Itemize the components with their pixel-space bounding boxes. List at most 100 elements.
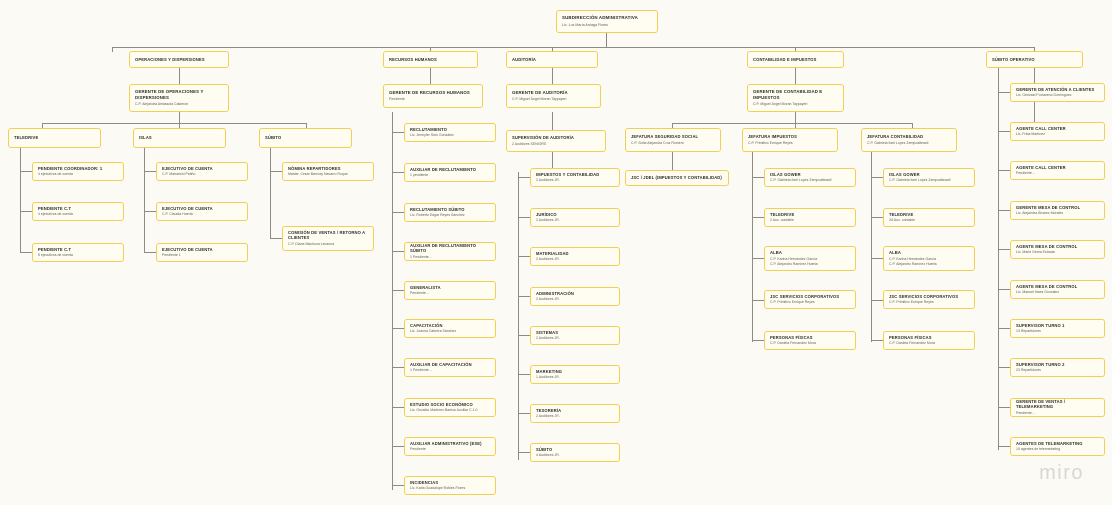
connector [392, 407, 404, 408]
node-subtitle: C.P. Claudia Huerta [162, 212, 193, 217]
node-item[interactable]: SUPERVISOR TURNO 1 13 Repartidores [1010, 319, 1105, 338]
node-item[interactable]: CAPACITACIÓN Lic. Joanna Cabrera Sánchez [404, 319, 496, 338]
node-subtitle: Pendiente [410, 447, 426, 452]
node-subtitle: 10 agentes de telemarketing [1016, 447, 1061, 452]
node-item[interactable]: ALBA C.P. Karina Hernández García C.P. A… [764, 246, 856, 271]
node-item[interactable]: AGENTE MESA DE CONTROL Lic. Manuel Haea … [1010, 280, 1105, 299]
node-title: CONTABILIDAD E IMPUESTOS [753, 56, 817, 62]
node-title: GERENTE DE OPERACIONES Y DISPERSIONES [135, 89, 204, 100]
node-item[interactable]: EJECUTIVO DE CUENTA C.P. Claudia Huerta [156, 202, 248, 221]
node-division-auditoria[interactable]: AUDITORÍA [506, 51, 598, 68]
node-manager-auditoria[interactable]: GERENTE DE AUDITORÍA C.P. Miguel Ángel M… [506, 84, 601, 108]
node-manager-recursos-humanos[interactable]: GERENTE DE RECURSOS HUMANOS Pendiente [383, 84, 483, 108]
node-subtitle: Master. Cesar Barrody Navarro Roque [288, 172, 348, 177]
node-item[interactable]: AGENTE CALL CENTER Lic. Frida Martínez [1010, 122, 1105, 141]
node-jefatura-seguridad-social[interactable]: JEFATURA SEGURIDAD SOCIAL C.P. Sofía Ale… [625, 128, 721, 152]
node-subtitle: 2 Auditores JR. [536, 218, 560, 223]
node-item[interactable]: COMISIÓN DE VENTAS / RETORNO A CLIENTES … [282, 226, 374, 251]
node-group-subito[interactable]: SÚBITO [259, 128, 352, 148]
node-title: EJECUTIVO DE CUENTA [162, 165, 213, 171]
node-jefatura-impuestos[interactable]: JEFATURA IMPUESTOS C.P. Primitivo Enriqu… [742, 128, 838, 152]
node-item[interactable]: EJECUTIVO DE CUENTA Pendiente 1 [156, 243, 248, 262]
node-title: TELEDRIVE [889, 211, 914, 217]
node-item[interactable]: ALBA C.P. Karina Hernández García C.P. A… [883, 246, 975, 271]
node-title: ADMINISTRACIÓN [536, 290, 575, 296]
node-item[interactable]: INCIDENCIAS Lic. Karla Guadalupe Robles … [404, 476, 496, 495]
node-item[interactable]: JSC SERVICIOS CORPORATIVOS C.P. Primitiv… [883, 290, 975, 309]
node-subtitle: 5 ejecutivos de cuenta [38, 253, 73, 258]
node-item[interactable]: GERENTE DE VENTAS / TELEMARKETING Pendie… [1010, 398, 1105, 417]
node-item[interactable]: JURÍDICO 2 Auditores JR. [530, 208, 620, 227]
connector [392, 485, 404, 486]
node-item[interactable]: IMPUESTOS Y CONTABILIDAD 2 Auditores JR. [530, 168, 620, 187]
node-item[interactable]: GERENTE MESA DE CONTROL Lic. Alejandra Á… [1010, 201, 1105, 220]
node-subtitle: C.P. Maharishi Patiño [162, 172, 196, 177]
node-item[interactable]: PERSONAS FÍSICAS C.P. Daniela Fernandez … [764, 331, 856, 350]
node-item[interactable]: Pendiente C.T 4 ejecutivos de cuenta [32, 202, 124, 221]
node-supervision-auditoria[interactable]: SUPERVISIÓN DE AUDITORÍA 2 Auditores SEN… [506, 130, 606, 152]
node-root[interactable]: SUBDIRECCIÓN ADMINISTRATIVA Lic. Luz Mar… [556, 10, 658, 33]
node-title: AGENTE CALL CENTER [1016, 125, 1066, 131]
connector [270, 148, 271, 238]
node-item[interactable]: EJECUTIVO DE CUENTA C.P. Maharishi Patiñ… [156, 162, 248, 181]
node-item[interactable]: MARKETING 1 Auditores JR. [530, 365, 620, 384]
node-division-operaciones[interactable]: OPERACIONES Y DISPERSIONES [129, 51, 229, 68]
node-item[interactable]: Pendiente Coordinador: 1 4 ejecutivos de… [32, 162, 124, 181]
node-subtitle: Pendiente... [1016, 411, 1035, 416]
node-group-teledrive[interactable]: TELEDRIVE [8, 128, 101, 148]
node-item[interactable]: NÓMINA REPARTIDORES Master. Cesar Barrod… [282, 162, 374, 181]
connector [518, 172, 519, 460]
node-item[interactable]: TESORERÍA 2 Auditores JR. [530, 404, 620, 423]
node-item[interactable]: JSC SERVICIOS CORPORATIVOS C.P. Primitiv… [764, 290, 856, 309]
node-division-subito-operativo[interactable]: SÚBITO OPERATIVO [986, 51, 1083, 68]
connector [998, 367, 1010, 368]
node-item[interactable]: SUPERVISOR TURNO 2 23 Repartidores [1010, 358, 1105, 377]
connector [392, 367, 404, 368]
node-item[interactable]: Pendiente C.T 5 ejecutivos de cuenta [32, 243, 124, 262]
connector [179, 123, 180, 128]
node-division-contabilidad[interactable]: CONTABILIDAD E IMPUESTOS [747, 51, 844, 68]
node-item[interactable]: ISLAS GOWER C.P. Gabriela Itzel Lopez Ze… [883, 168, 975, 187]
node-subtitle: 23 Repartidores [1016, 368, 1041, 373]
node-item[interactable]: JSC / JDEL (IMPUESTOS Y CONTABILIDAD) [625, 170, 729, 186]
node-item[interactable]: RECLUTAMIENTO SÚBITO Lic. Roberto Edgar … [404, 203, 496, 222]
connector [144, 171, 156, 172]
node-group-islas[interactable]: ISLAS [133, 128, 226, 148]
node-subtitle: C.P. Primitivo Enrique Reyes [748, 140, 793, 145]
node-item[interactable]: AGENTE CALL CENTER Pendiente... [1010, 161, 1105, 180]
node-item[interactable]: PERSONAS FÍSICAS C.P. Daniela Fernandez … [883, 331, 975, 350]
node-item[interactable]: ESTUDIO SOCIO ECONÓMICO Lic. Osvaldo Mar… [404, 398, 496, 417]
node-item[interactable]: GENERALISTA Pendiente... [404, 281, 496, 300]
connector [672, 123, 912, 124]
connector [552, 112, 553, 130]
node-item[interactable]: TELEDRIVE 2 Aux. contable [764, 208, 856, 227]
node-item[interactable]: SISTEMAS 2 Auditores JR. [530, 326, 620, 345]
node-item[interactable]: AUXILIAR ADMINISTRATIVO (ESE) Pendiente [404, 437, 496, 456]
node-manager-contabilidad[interactable]: GERENTE DE CONTABILIDAD E IMPUESTOS C.P.… [747, 84, 844, 112]
node-title: AGENTES DE TELEMARKETING [1016, 440, 1083, 446]
node-item[interactable]: AUXILIAR DE RECLUTAMIENTO 1 pendiente [404, 163, 496, 182]
node-manager-operaciones[interactable]: GERENTE DE OPERACIONES Y DISPERSIONES C.… [129, 84, 229, 112]
connector [752, 258, 764, 259]
connector [392, 251, 404, 252]
node-item[interactable]: RECLUTAMIENTO Lic. Jennyfer Soto Gonzále… [404, 123, 496, 142]
node-item[interactable]: MATERIALIDAD 2 Auditores JR. [530, 247, 620, 266]
connector [795, 68, 796, 84]
connector [144, 211, 156, 212]
node-division-recursos-humanos[interactable]: RECURSOS HUMANOS [383, 51, 478, 68]
connector [606, 33, 607, 47]
node-item[interactable]: AUXILIAR DE RECLUTAMIENTO SÚBITO 1 Pendi… [404, 242, 496, 261]
connector [552, 68, 553, 84]
node-jefatura-contabilidad[interactable]: JEFATURA CONTABILIDAD C.P. Gabriela Itze… [861, 128, 957, 152]
node-subtitle: C.P. Diana Machuca Lecanna [288, 242, 335, 247]
node-item[interactable]: GERENTE DE ATENCIÓN A CLIENTES Lic. Geri… [1010, 83, 1105, 102]
node-item[interactable]: TELEDRIVE 2A Aux. contable [883, 208, 975, 227]
node-item[interactable]: AUXILIAR DE CAPACITACIÓN 1 Pendiente... [404, 358, 496, 377]
node-item[interactable]: AGENTE MESA DE CONTROL Lic. Marie Gema E… [1010, 240, 1105, 259]
node-item[interactable]: ADMINISTRACIÓN 2 Auditores JR. [530, 287, 620, 306]
node-subtitle: Lic. Gerizaid Pumareno Domínguez [1016, 93, 1072, 98]
node-item[interactable]: AGENTES DE TELEMARKETING 10 agentes de t… [1010, 437, 1105, 456]
node-item[interactable]: ISLAS GOWER C.P. Gabriela Itzel Lopez Ze… [764, 168, 856, 187]
node-item[interactable]: SÚBITO 4 Auditores JR. [530, 443, 620, 462]
